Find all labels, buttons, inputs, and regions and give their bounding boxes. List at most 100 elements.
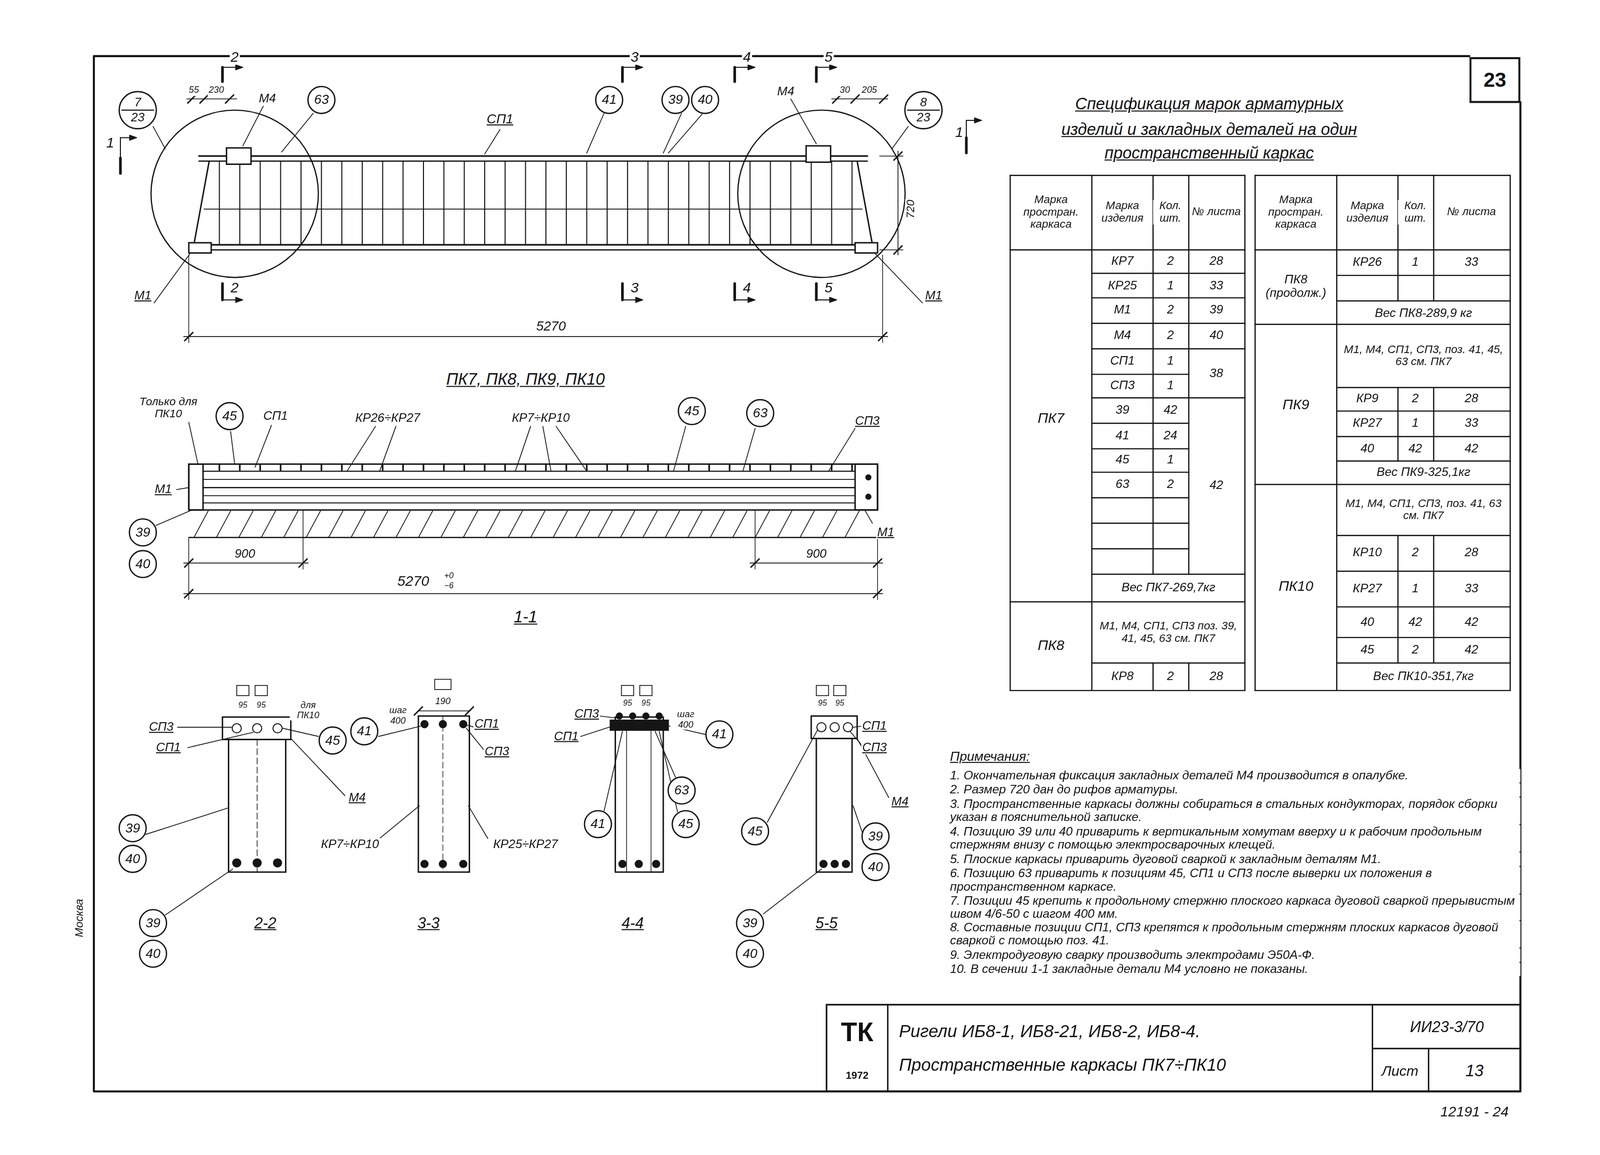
callout-circle: 39 [118, 814, 148, 843]
leader-line [188, 422, 198, 465]
dimension-line [183, 593, 883, 595]
callout-number: 39 [135, 525, 151, 540]
dimension-text: 95 [834, 699, 846, 709]
dimension-text: 720 [905, 198, 918, 220]
stirrup-end [381, 465, 384, 471]
table-cell: 40 [1359, 615, 1376, 629]
callout-circle: 723 [118, 90, 158, 130]
table-cell: 1 [1410, 582, 1420, 596]
leader-line [242, 106, 264, 147]
hatch [193, 511, 208, 538]
stirrup [729, 161, 731, 245]
dimension-text: 55 [187, 85, 200, 96]
leader-line [378, 726, 421, 737]
callout-outline-circle [736, 910, 764, 938]
part-mark: шаг 400 [670, 710, 701, 731]
callout-number: 63 [314, 92, 329, 107]
callout-outline-circle [119, 815, 147, 843]
callout-number: 63 [674, 783, 689, 798]
callout-outline-circle [129, 519, 157, 547]
table-rule [1336, 637, 1511, 639]
rib-section [228, 740, 286, 873]
table-cell: Вес ПК8-289,9 кг [1338, 306, 1509, 320]
hatch-border [188, 537, 878, 539]
table-rule [1091, 422, 1189, 424]
title-block-text: 13 [1464, 1062, 1485, 1081]
table-rule [1336, 387, 1511, 389]
arrow-head [235, 297, 243, 303]
arrow-head [129, 134, 137, 140]
dimension-tick [894, 152, 903, 161]
part-mark: КР7÷КР10 [510, 411, 571, 425]
dimension-line [418, 710, 470, 712]
note-text: 8. Составные позиции СП1, СП3 крепятся к… [948, 922, 1521, 949]
bar-section [635, 860, 643, 868]
callout-circle: 39 [735, 909, 765, 938]
weld-symbol [434, 679, 452, 690]
callout-number: 39 [668, 92, 683, 107]
section-mark: 3 [629, 49, 640, 66]
section-mark: 2 [229, 279, 240, 296]
table-cell: 41 [1114, 428, 1131, 443]
callout-outline-circle [119, 91, 157, 129]
leader-line [767, 730, 818, 823]
dimension-text: 5270 [396, 573, 430, 590]
hatch [799, 511, 814, 538]
table-cell: М1, М4, СП1, СП3, поз. 41, 63 см. ПК7 [1338, 498, 1509, 523]
hatch [575, 511, 590, 538]
table-cell: 42 [1162, 403, 1179, 417]
callout-outline-circle [672, 810, 700, 838]
callout-circle: 41 [350, 717, 379, 747]
section-mark [814, 67, 818, 82]
table-cell: 40 [1359, 442, 1376, 456]
table-cell: Кол. шт. [1152, 200, 1188, 225]
callout-outline-circle [691, 86, 719, 114]
dimension-text: 95 [237, 701, 249, 711]
view-title: 4-4 [620, 915, 645, 932]
dimension-text: +0 [443, 571, 456, 581]
callout-circle: 40 [138, 939, 168, 969]
callout-outline-circle [139, 910, 167, 938]
embedded-plate [188, 242, 212, 253]
dimension-tick [894, 245, 903, 254]
dimension-tick [879, 94, 888, 103]
leader-line [892, 126, 909, 150]
section-mark: 5 [823, 279, 834, 296]
callout-outline-circle [741, 818, 769, 846]
notes-block: 1. Окончательная фиксация закладных дета… [948, 769, 1521, 978]
leader-line [156, 510, 192, 526]
table-rule [1432, 175, 1434, 302]
table-rule [1336, 300, 1511, 302]
table-cell: 2 [1410, 546, 1420, 560]
table-rule [1009, 175, 1245, 177]
leader-line [484, 129, 501, 155]
hatch [238, 511, 253, 538]
table-rule [1091, 471, 1189, 473]
plate-63 [610, 720, 669, 731]
callout-number: 41 [356, 724, 372, 739]
leader-line [254, 425, 272, 468]
dimension-tick [832, 94, 841, 103]
table-cell: 2 [1166, 303, 1176, 317]
table-cell: ПК10 [1277, 578, 1315, 595]
part-mark: Только для ПК10 [137, 395, 200, 420]
hatch [710, 511, 725, 538]
hatch [530, 511, 545, 538]
bar-section [232, 723, 242, 734]
bar-section [816, 722, 826, 733]
extension-line [188, 254, 190, 343]
dimension-line [750, 562, 883, 564]
dimension-text: 900 [805, 547, 828, 561]
section-mark [118, 158, 122, 174]
callout-number: 23 [1483, 68, 1507, 91]
table-cell: 1 [1166, 379, 1176, 393]
dimension-text: 95 [816, 699, 828, 709]
leader-line [856, 738, 889, 798]
table-cell: 42 [1463, 643, 1480, 657]
hatch [306, 511, 321, 538]
callout-number: 39 [867, 829, 883, 844]
table-rule [1509, 175, 1511, 691]
table-cell: 45 [1114, 453, 1131, 467]
section-mark [119, 137, 121, 174]
table-cell: 42 [1463, 442, 1480, 456]
